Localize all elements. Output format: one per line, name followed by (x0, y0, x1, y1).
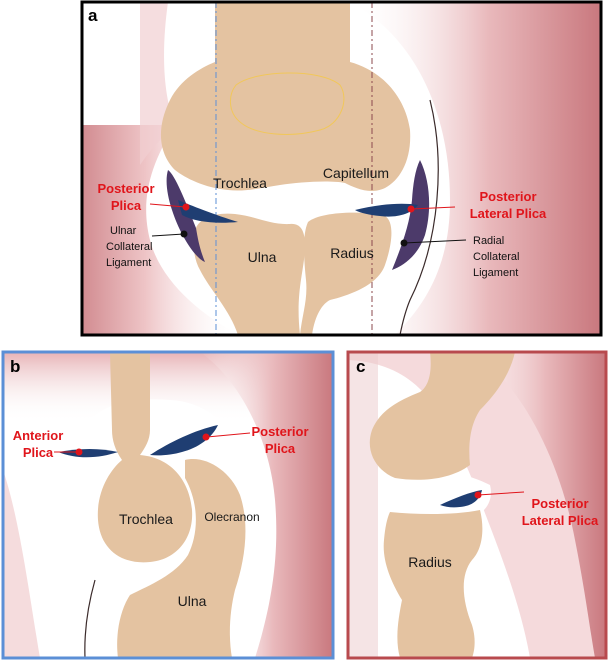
label-posterior-lateral-plica-a-line1: Posterior (479, 189, 536, 204)
leader-posterior-lateral-plica-c (477, 491, 525, 496)
label-posterior-lateral-plica-c-line1: Posterior (531, 496, 588, 511)
label-rcl-line1: Radial (473, 235, 504, 247)
leader-ucl (151, 233, 185, 237)
leader-posterior-plica-b (206, 432, 251, 438)
soft-tissue-posterior-b (200, 352, 333, 658)
label-ucl-line2: Collateral (106, 241, 152, 253)
panel-c-border (346, 350, 608, 660)
marker-rcl (400, 239, 408, 247)
label-posterior-lateral-plica-a-line2: Lateral Plica (470, 206, 547, 221)
label-ulna-a: Ulna (248, 249, 277, 265)
label-posterior-plica-b-line1: Posterior (251, 424, 308, 439)
panel-b-letter: b (10, 357, 20, 376)
soft-tissue-lateral (350, 2, 601, 335)
soft-tissue-anterior-b (3, 470, 40, 658)
label-posterior-lateral-plica-c-line2: Lateral Plica (522, 513, 599, 528)
soft-tissue-posterior-c (470, 352, 606, 658)
panel-a: a Trochlea Capitellum Ulna Radius Poster… (80, 0, 603, 337)
marker-posterior-plica-b (202, 433, 210, 441)
olecranon-fossa-outline (230, 72, 345, 135)
anterior-plica-shape (58, 449, 118, 458)
label-ucl-line3: Ligament (106, 257, 151, 269)
leader-posterior-plica-a (149, 203, 186, 208)
marker-posterior-lateral-plica-a (407, 205, 415, 213)
label-posterior-plica-a-line2: Plica (111, 198, 142, 213)
humerus-b (97, 352, 193, 563)
label-rcl-line2: Collateral (473, 251, 519, 263)
label-trochlea-a: Trochlea (213, 175, 267, 191)
marker-posterior-lateral-plica-c (474, 491, 482, 499)
label-anterior-plica-line2: Plica (23, 445, 54, 460)
leader-rcl (403, 239, 467, 244)
ulna-b (117, 459, 246, 658)
humerus (160, 2, 411, 191)
posterior-lateral-plica-shape-c (440, 490, 482, 508)
capitellum-c (369, 352, 515, 480)
label-posterior-plica-b-line2: Plica (265, 441, 296, 456)
joint-space-c (383, 468, 491, 522)
label-olecranon-b: Olecranon (204, 510, 259, 524)
label-capitellum-a: Capitellum (323, 165, 389, 181)
marker-ucl (180, 230, 188, 238)
lateral-skin-line (399, 99, 439, 335)
ulna-a (193, 213, 305, 335)
soft-tissue-anterior-c (348, 352, 378, 658)
radius-a (300, 212, 392, 335)
panel-a-border (80, 0, 603, 337)
label-rcl-line3: Ligament (473, 267, 518, 279)
label-radius-c: Radius (408, 554, 452, 570)
posterior-lateral-plica-shape (355, 203, 418, 217)
panel-c-letter: c (356, 357, 365, 376)
soft-tissue-medial (82, 125, 240, 335)
label-trochlea-b: Trochlea (119, 511, 173, 527)
panel-b: b Anterior Plica Posterior Plica Trochle… (1, 350, 335, 660)
leader-posterior-lateral-plica-a (411, 206, 456, 210)
posterior-plica-shape (178, 200, 238, 223)
panel-a-letter: a (88, 6, 98, 25)
posterior-plica-shape-b (150, 425, 218, 456)
panel-c: c Posterior Lateral Plica Radius (346, 350, 608, 660)
anterior-skin-line-b (84, 579, 96, 658)
marker-anterior-plica (75, 448, 83, 456)
marker-posterior-plica-a (182, 203, 190, 211)
label-ulna-b: Ulna (178, 593, 207, 609)
label-radius-a: Radius (330, 245, 374, 261)
label-anterior-plica-line1: Anterior (13, 428, 64, 443)
radius-c (383, 510, 483, 658)
label-posterior-plica-a-line1: Posterior (97, 181, 154, 196)
panel-b-border (1, 350, 335, 660)
label-ucl-line1: Ulnar (110, 225, 137, 237)
